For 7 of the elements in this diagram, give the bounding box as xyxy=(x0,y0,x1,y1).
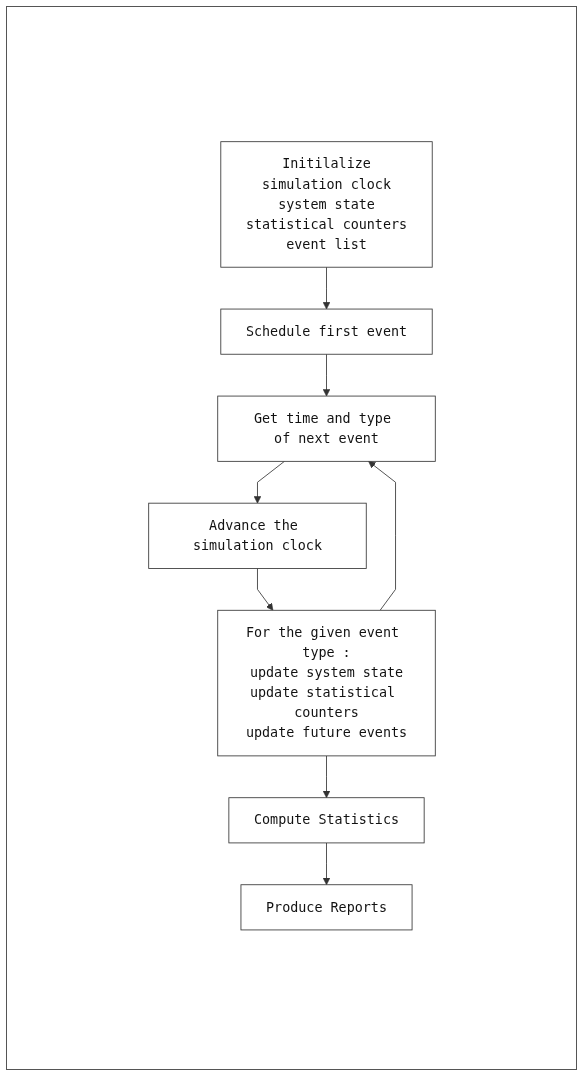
node-box: Initilalize simulation clock system state statistical counters event list xyxy=(219,141,433,268)
node-box: Produce Reports xyxy=(240,884,412,931)
node-box: Compute Statistics xyxy=(227,797,425,844)
node-box: Advance the simulation clock xyxy=(147,502,367,570)
node-box: Schedule first event xyxy=(219,308,433,355)
node-box: Get time and type of next event xyxy=(216,395,436,462)
node-box: For the given event type : update system state update statistical counters update future events xyxy=(216,610,436,757)
